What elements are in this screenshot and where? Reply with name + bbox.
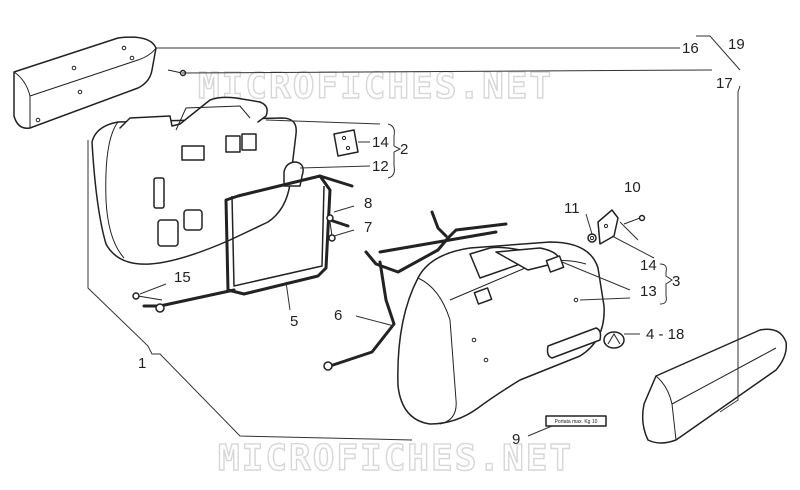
callout-11: 11 xyxy=(564,200,580,217)
callout-2: 2 xyxy=(400,141,408,158)
callout-7: 7 xyxy=(364,219,372,236)
callouts: 16 19 17 14 2 12 8 7 15 5 6 1 10 11 14 3… xyxy=(138,36,745,448)
left-frame xyxy=(142,174,354,313)
bolt-8-7 xyxy=(326,214,336,242)
callout-3: 3 xyxy=(672,273,680,290)
callout-14-left: 14 xyxy=(372,134,389,151)
right-pannier-case xyxy=(397,241,605,425)
callout-5: 5 xyxy=(290,313,298,330)
badge-4-18 xyxy=(603,331,625,349)
callout-9: 9 xyxy=(512,431,520,448)
callout-19: 19 xyxy=(728,36,745,53)
callout-6: 6 xyxy=(334,307,342,324)
callout-16: 16 xyxy=(682,40,699,57)
callout-1: 1 xyxy=(138,355,146,372)
callout-17: 17 xyxy=(716,75,733,92)
bolt-10 xyxy=(623,214,646,225)
load-tag: Portata max. Kg 10 xyxy=(545,415,607,427)
callout-10: 10 xyxy=(624,179,641,196)
callout-4-18: 4 - 18 xyxy=(646,326,684,343)
bolt-15 xyxy=(132,292,163,301)
right-cover-part xyxy=(641,328,788,444)
callout-14-right: 14 xyxy=(640,257,657,274)
right-frame xyxy=(323,210,508,371)
callout-13: 13 xyxy=(640,283,657,300)
bracket-14-right xyxy=(597,209,619,245)
bracket-14-left xyxy=(333,129,359,157)
leader-lines xyxy=(87,35,741,441)
callout-12: 12 xyxy=(372,158,389,175)
watermark-bottom: MICROFICHES.NET xyxy=(218,438,573,479)
left-pannier-case xyxy=(91,96,304,265)
washer-11 xyxy=(587,233,597,243)
load-tag-text: Portata max. Kg 10 xyxy=(555,419,598,425)
callout-15: 15 xyxy=(174,269,191,286)
left-cover-part xyxy=(13,36,157,129)
callout-8: 8 xyxy=(364,195,372,212)
